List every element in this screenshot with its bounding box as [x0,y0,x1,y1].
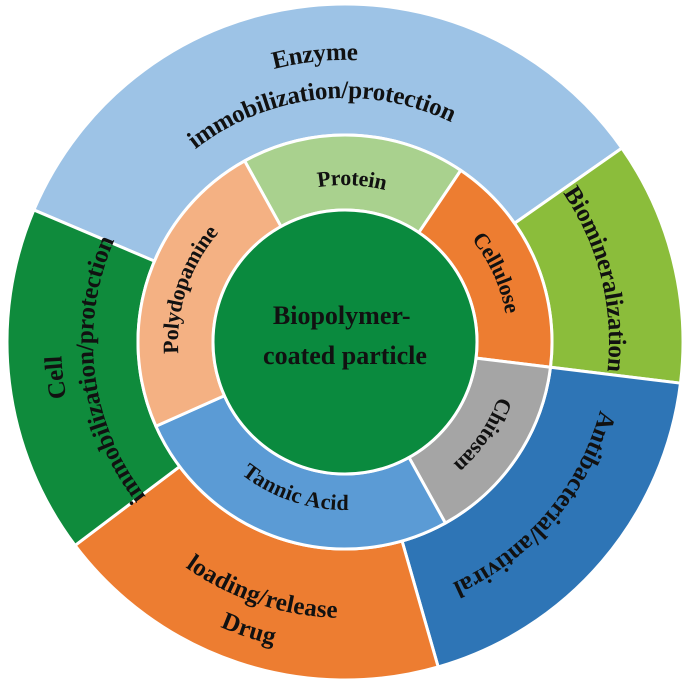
center-circle [211,208,479,476]
protein-label-line-1: Protein [316,165,390,195]
center-label: Biopolymer- coated particle [263,301,427,370]
cell-label-line-1: Cell [40,355,72,401]
center-label-line-2: coated particle [263,341,427,370]
center-label-line-1: Biopolymer- [273,301,411,330]
